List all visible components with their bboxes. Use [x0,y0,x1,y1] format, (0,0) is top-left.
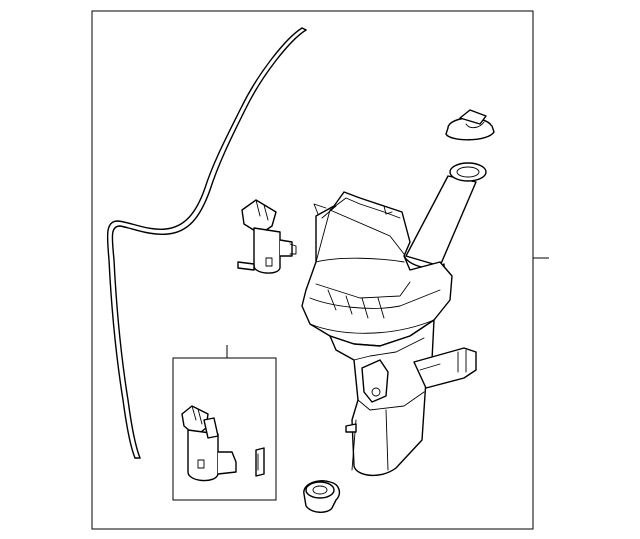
washer-hose [106,27,307,459]
filler-neck [399,162,487,280]
diagram-frame [91,10,534,530]
washer-reservoir [301,191,477,476]
washer-pump-kit [172,345,277,501]
kit-box [172,357,277,501]
grommet [303,480,341,513]
filler-cap [445,109,495,141]
washer-pump-upper [237,199,297,274]
